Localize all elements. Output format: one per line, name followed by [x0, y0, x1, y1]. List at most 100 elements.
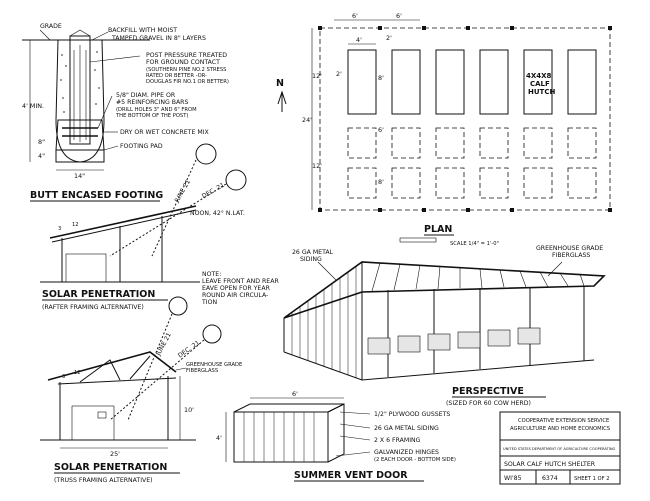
- sun-rays-truss: [109, 313, 205, 421]
- plan-dim-2b-label: 2': [336, 70, 342, 78]
- slope-rise-rafter: 3: [58, 226, 61, 232]
- plan-pen-4: [479, 127, 509, 159]
- dim-8-label: 8": [38, 138, 45, 146]
- truss-june-label: JUNE 21: [155, 332, 173, 358]
- plan-pen-3: [435, 127, 465, 159]
- plan-pen-8: [391, 167, 421, 199]
- north-label: N: [276, 78, 284, 89]
- pad-leader: [103, 145, 119, 151]
- plan-dim-2a-label: 2': [386, 34, 392, 42]
- sun-december: [225, 169, 247, 191]
- roof-rafters: [371, 262, 585, 292]
- org-line1: COOPERATIVE EXTENSION SERVICE: [518, 418, 609, 424]
- sheet-number: SHEET 1 OF 2: [574, 476, 610, 482]
- dim-14-label: 14": [74, 172, 85, 180]
- rafter-underside: [51, 209, 197, 243]
- plan-hutch-4: [479, 49, 509, 115]
- footing-pad: [55, 149, 105, 163]
- post-line1: POST PRESSURE TREATED: [146, 52, 227, 59]
- drawing-number: 6374: [542, 475, 558, 482]
- hutch-window: [97, 411, 107, 419]
- truss-slope-rise: 3: [62, 374, 65, 380]
- post-leader: [89, 55, 141, 63]
- usda-line: UNITED STATES DEPARTMENT OF AGRICULTURE …: [503, 447, 616, 451]
- plan-dim-12b-label: 12': [312, 162, 322, 170]
- note-line4: ROUND AIR CIRCULA-: [202, 292, 268, 299]
- perspective-hutches: [367, 327, 541, 355]
- fiber-line1: GREENHOUSE GRADE: [536, 245, 603, 252]
- solar2-subtitle: (TRUSS FRAMING ALTERNATIVE): [54, 477, 153, 484]
- truss-fiberglass-leader: [175, 367, 187, 371]
- plan-title: PLAN: [424, 224, 452, 235]
- vent-door: 6' 4' 1/2" PLYWOOD GUSSETS 26 GA METAL S…: [216, 390, 456, 482]
- concrete-label: DRY OR WET CONCRETE MIX: [120, 129, 209, 136]
- scale-bar: [399, 237, 437, 243]
- front-posts: [387, 286, 585, 377]
- solar-penetration-rafter: 12 3 SOLAR PENETRATION (RAFTER FRAMING A…: [40, 159, 227, 311]
- note-line3: EAVE OPEN FOR YEAR: [202, 285, 271, 292]
- truss-dec-label: DEC. 21: [177, 340, 201, 360]
- hutch-size-label: 4X4X8: [526, 72, 552, 80]
- sun-rays-rafter: [109, 159, 227, 257]
- dim-4-label: 4": [38, 152, 45, 160]
- plan-outline: [319, 27, 611, 211]
- note-line2: LEAVE FRONT AND REAR: [202, 278, 279, 285]
- bars-leader: [97, 95, 113, 129]
- siding-line1: 26 GA METAL: [292, 249, 334, 256]
- sun-december-truss: [202, 324, 222, 344]
- drawing-name: SOLAR CALF HUTCH SHELTER: [504, 461, 596, 468]
- hutch-hutch-label: HUTCH: [528, 88, 555, 96]
- end-wall-edges: [283, 262, 363, 380]
- plan-dim-6c-label: 6': [378, 126, 384, 134]
- sun-angles: JUNE 21 DEC. 21 NOON, 42° N.LAT.: [173, 143, 247, 217]
- siding-leader: [317, 261, 337, 281]
- truss-width-label: 25': [110, 450, 120, 458]
- post-top: [69, 29, 91, 37]
- perspective-subtitle: (SIZED FOR 60 COW HERD): [446, 400, 531, 407]
- hutch-calf-label: CALF: [530, 80, 550, 88]
- title-block: COOPERATIVE EXTENSION SERVICE AGRICULTUR…: [499, 411, 621, 485]
- fiber-leader: [547, 261, 563, 277]
- siding-line2: SIDING: [300, 256, 322, 263]
- truss-fiberglass-line1: GREENHOUSE GRADE: [186, 362, 242, 368]
- door-side: [327, 403, 345, 463]
- bars-line1: 5/8" DIAM. PIPE OR: [116, 92, 176, 99]
- truss-roof: [47, 351, 177, 381]
- sun-june: [195, 143, 217, 165]
- door-front: [233, 411, 329, 463]
- note: NOTE: LEAVE FRONT AND REAR EAVE OPEN FOR…: [201, 271, 279, 306]
- door-framing-label: 2 X 6 FRAMING: [374, 437, 421, 444]
- footing-title: BUTT ENCASED FOOTING: [30, 190, 163, 201]
- plan-view: N 4X4X8 CALF HUTCH 6': [276, 12, 612, 247]
- end-wall-siding: [291, 266, 357, 378]
- fiber-line2: FIBERGLASS: [552, 252, 590, 259]
- plan-hutch-1: [347, 49, 377, 115]
- post-line3: (SOUTHERN PINE NO.2 STRESS: [146, 67, 226, 73]
- pad-label: FOOTING PAD: [120, 143, 163, 150]
- gravel-texture: [60, 51, 100, 113]
- org-line2: AGRICULTURE AND HOME ECONOMICS: [510, 426, 610, 432]
- plan-dim-4-label: 4': [356, 36, 362, 44]
- plan-posts: [318, 26, 612, 212]
- truss-webs: [57, 355, 177, 385]
- north-arrow: [277, 90, 287, 112]
- solar-penetration-truss: JUNE 21 DEC. 21 12 3 GREENHOUSE GRADE FI…: [40, 296, 242, 484]
- post-line5: DOUGLAS FIR NO.1 OR BETTER): [146, 79, 229, 85]
- sun-noon-label: NOON, 42° N.LAT.: [190, 209, 245, 217]
- hutch-rafter: [65, 253, 107, 283]
- plan-hutch-3: [435, 49, 465, 115]
- plan-dim-6b-label: 6': [396, 12, 402, 20]
- perspective-title: PERSPECTIVE: [452, 386, 524, 397]
- door-hinges-note: (2 EACH DOOR - BOTTOM SIDE): [374, 457, 456, 463]
- door-title: SUMMER VENT DOOR: [294, 470, 408, 481]
- door-gussets-label: 1/2" PLYWOOD GUSSETS: [374, 411, 450, 418]
- plan-scale: SCALE 1/4" = 1'-0": [450, 241, 499, 247]
- plan-dim-8b-label: 8': [378, 178, 384, 186]
- plan-pen-6: [567, 127, 597, 159]
- plan-pen-12: [567, 167, 597, 199]
- plan-pen-9: [435, 167, 465, 199]
- title-block-frame: [499, 411, 621, 485]
- backfill-line1: BACKFILL WITH MOIST: [108, 27, 177, 34]
- footing-detail: GRADE 4' MIN. 8" 4" 14" BACKFILL WITH MO…: [22, 23, 229, 202]
